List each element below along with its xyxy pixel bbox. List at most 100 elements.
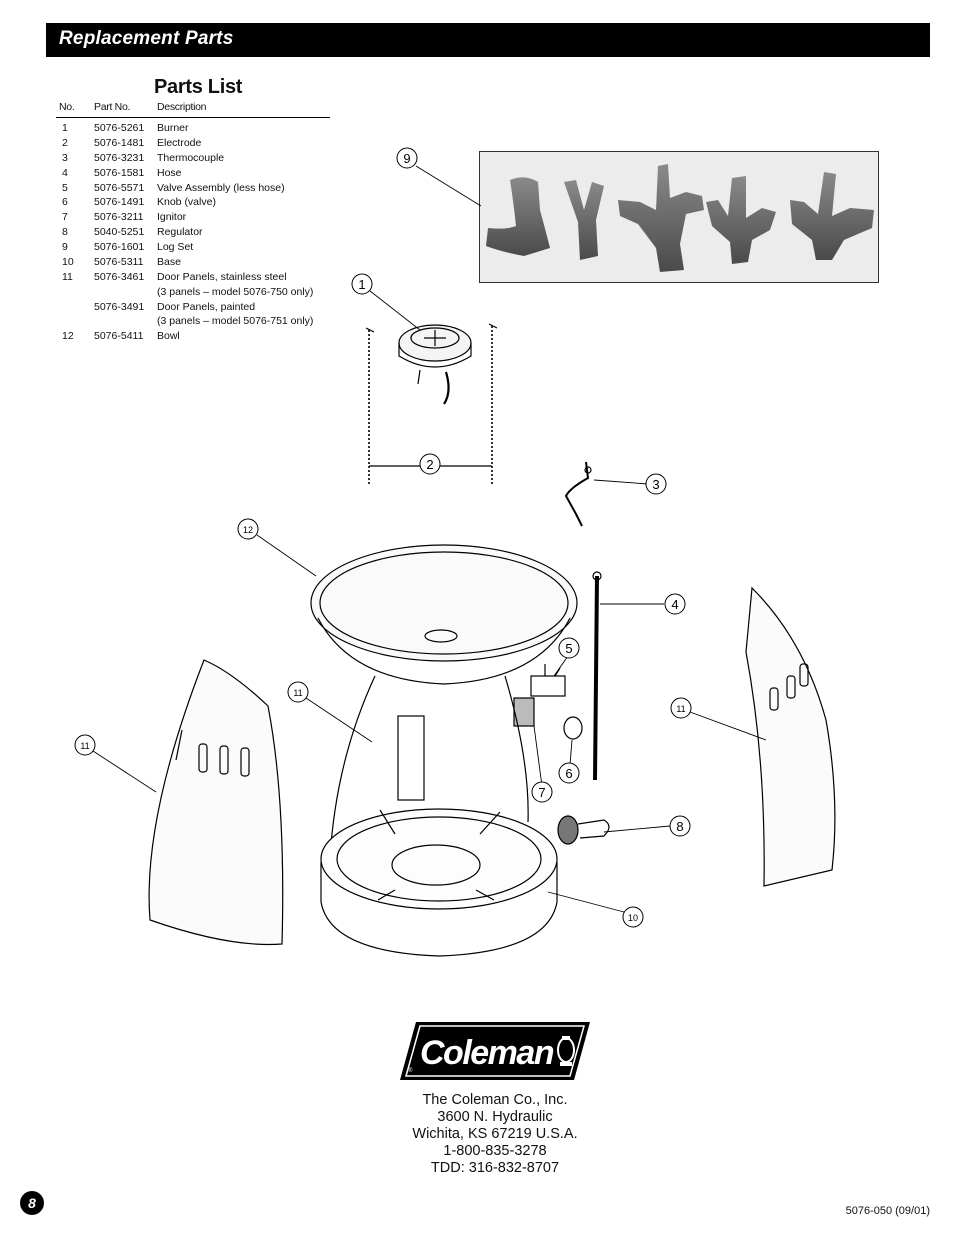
part-number: 5076-1491 (94, 196, 145, 209)
logo-brand-text: Coleman (420, 1034, 554, 1072)
callout-label-3: 3 (652, 477, 659, 492)
part-description: Ignitor (157, 211, 187, 224)
part-description: Base (157, 256, 181, 269)
callout-label-12: 12 (243, 525, 253, 535)
callout-label-7: 7 (538, 785, 545, 800)
callout-label-11-center: 11 (293, 688, 302, 698)
part-number-index: 9 (62, 241, 68, 254)
column-frame-drawing (329, 675, 529, 859)
col-header-description: Description (157, 101, 207, 113)
part-number: 5076-5261 (94, 122, 145, 134)
part-number: 5076-3491 (94, 300, 145, 313)
exploded-parts-diagram: 9 1 2 3 12 4 5 11 11 11 6 7 8 10 (74, 147, 836, 957)
part-description: Bowl (157, 330, 180, 343)
part-description: Thermocouple (157, 151, 225, 164)
callout-circle-12 (237, 518, 259, 540)
part-number: 5076-5571 (94, 181, 145, 194)
company-address: The Coleman Co., Inc. 3600 N. Hydraulic … (345, 1092, 645, 1177)
part-number-index: 8 (62, 226, 68, 239)
callout-circle-11-center (287, 681, 309, 703)
part-description: Door Panels, stainless steel (157, 270, 287, 283)
part-description: Regulator (157, 226, 203, 239)
part-number: 5076-1481 (94, 136, 145, 149)
callout-circle-3 (645, 473, 667, 495)
callout-label-11-left: 11 (80, 741, 89, 751)
table-row: 6 5076-1491 Knob (valve) (56, 195, 330, 210)
part-description: Door Panels, painted (157, 300, 256, 313)
part-description: Knob (valve) (157, 196, 216, 209)
callout-label-11-right: 11 (676, 704, 685, 714)
callout-circle-11-left (74, 734, 96, 756)
callout-circle-8 (669, 815, 691, 837)
part-number-index: 11 (62, 270, 73, 283)
callout-label-8: 8 (676, 819, 683, 834)
part-number: 5040-5251 (94, 226, 145, 239)
part-number-index: 6 (62, 196, 68, 209)
part-number: 5076-3461 (94, 270, 145, 283)
callout-label-10: 10 (628, 913, 638, 923)
callout-circle-2 (419, 453, 441, 475)
registered-mark: ® (408, 1067, 413, 1074)
table-row: 8 5040-5251 Regulator (56, 225, 330, 240)
address-city: Wichita, KS 67219 U.S.A. (412, 1126, 578, 1142)
part-description-note: (3 panels – model 5076-751 only) (157, 315, 314, 328)
section-header-bar: Replacement Parts (46, 23, 930, 57)
part-number: 5076-3231 (94, 151, 145, 164)
coleman-logo: Coleman ® (398, 1020, 592, 1087)
part-number-index: 3 (62, 151, 68, 164)
hose-drawing (592, 571, 602, 781)
callout-label-1: 1 (358, 277, 365, 292)
callout-label-2: 2 (426, 457, 433, 472)
callout-label-4: 4 (671, 597, 678, 612)
thermocouple-drawing (564, 461, 592, 527)
log-set-image (480, 152, 878, 282)
address-tdd: TDD: 316-832-8707 (430, 1160, 560, 1176)
base-drawing (320, 808, 558, 957)
callout-label-6: 6 (565, 766, 572, 781)
document-code: 5076-050 (09/01) (845, 1205, 930, 1217)
part-number: 5076-3211 (94, 211, 144, 224)
burner-drawing (398, 324, 472, 405)
callout-circle-1 (351, 273, 373, 295)
table-row: 9 5076-1601 Log Set (56, 240, 330, 255)
callout-leaders (92, 165, 767, 913)
callout-circle-7 (531, 781, 553, 803)
valve-assembly-drawing (530, 664, 566, 697)
callout-circle-9 (396, 147, 418, 169)
part-number: 5076-1601 (94, 241, 145, 254)
callout-circle-11-right (670, 697, 692, 719)
log-set-photo (479, 151, 879, 283)
regulator-drawing (557, 815, 610, 845)
part-description-note: (3 panels – model 5076-750 only) (157, 285, 314, 298)
part-description: Electrode (157, 136, 202, 149)
lantern-icon (557, 1036, 575, 1066)
part-number-index: 10 (62, 256, 74, 269)
callout-label-5: 5 (565, 641, 572, 656)
coleman-logo-mark: Coleman ® (400, 1022, 590, 1080)
callout-circle-10 (622, 906, 644, 928)
left-door-panel-drawing (148, 659, 284, 946)
part-number: 5076-1581 (94, 166, 145, 179)
part-number-index: 4 (62, 166, 68, 179)
right-door-panel-drawing (745, 586, 836, 887)
part-description: Log Set (157, 241, 194, 254)
part-number-index: 1 (62, 122, 68, 134)
address-street: 3600 N. Hydraulic (437, 1109, 553, 1125)
part-number-index: 5 (62, 181, 68, 194)
col-header-part-no: Part No. (94, 101, 131, 113)
ignitor-drawing (513, 697, 535, 727)
table-row: 5076-3491 Door Panels, painted (3 panels –… (56, 300, 330, 330)
table-row: 3 5076-3231 Thermocouple (56, 151, 330, 166)
knob-drawing (563, 716, 583, 740)
callout-circle-4 (664, 593, 686, 615)
address-company: The Coleman Co., Inc. (422, 1092, 568, 1108)
parts-table-header: No. Part No. Description (56, 100, 330, 118)
